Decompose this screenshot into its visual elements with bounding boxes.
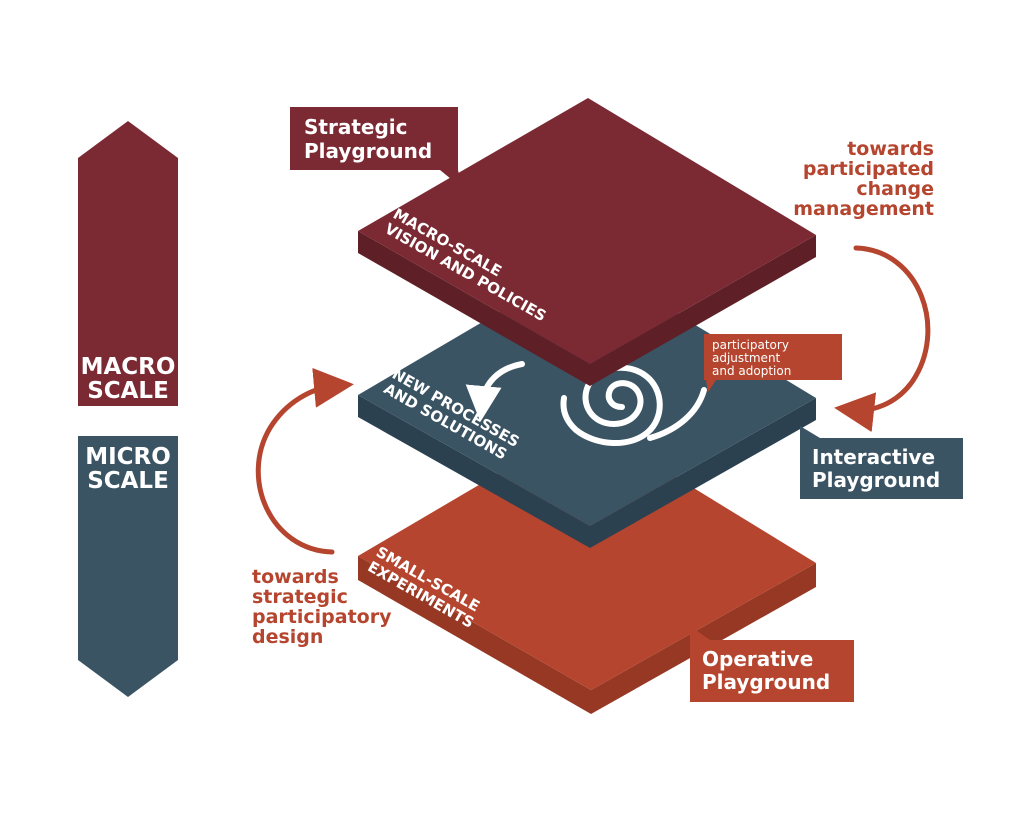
- spiral-note-line1: participatory: [712, 338, 789, 352]
- interactive-label-line1: Interactive: [812, 445, 935, 469]
- scale-arrow: MACRO SCALE MICRO SCALE: [78, 121, 178, 697]
- strategic-playground-label: Strategic Playground: [290, 107, 462, 188]
- strategic-label-box: [290, 107, 462, 188]
- macro-scale-arrow: [78, 121, 178, 406]
- bottom-left-line4: design: [252, 626, 323, 648]
- strategic-slab-side-right: [590, 235, 816, 386]
- bottom-left-line3: participatory: [252, 606, 392, 628]
- micro-scale-arrow: [78, 436, 178, 697]
- operative-label-line1: Operative: [702, 647, 813, 671]
- spiral-note-line3: and adoption: [712, 364, 791, 378]
- micro-scale-line1: MICRO: [85, 444, 171, 470]
- strategic-slab-top: [358, 98, 816, 364]
- spiral-note-box: [704, 334, 842, 392]
- strategic-label-line1: Strategic: [304, 115, 407, 139]
- bottom-left-annotation: towards strategic participatory design: [252, 367, 392, 648]
- operative-label-line2: Playground: [702, 670, 830, 694]
- spiral-outer-arc: [647, 387, 707, 441]
- top-right-line2: participated: [803, 158, 934, 180]
- strategic-label-line2: Playground: [304, 139, 432, 163]
- bottom-left-line1: towards: [252, 566, 339, 588]
- interactive-slab-side-right: [590, 398, 816, 548]
- curved-arrow-up-right-icon: [255, 367, 354, 555]
- curved-down-arrow-icon: [465, 361, 525, 422]
- top-right-annotation: towards participated change management: [793, 138, 934, 433]
- interactive-slab-side-left: [358, 395, 590, 548]
- interactive-playground-label: Interactive Playground: [800, 426, 963, 499]
- strategic-slab: MACRO-SCALE VISION AND POLICIES: [358, 98, 816, 386]
- micro-scale-line2: SCALE: [87, 468, 169, 494]
- macro-scale-line2: SCALE: [87, 378, 169, 404]
- strategic-slab-side-left: [358, 231, 590, 386]
- interactive-label-line2: Playground: [812, 468, 940, 492]
- interactive-label-box: [800, 426, 963, 499]
- spiral-note-line2: adjustment: [712, 351, 781, 365]
- macro-scale-line1: MACRO: [81, 354, 176, 380]
- interactive-slab: NEW PROCESSES AND SOLUTIONS: [358, 260, 816, 548]
- top-right-line3: change: [856, 178, 934, 200]
- curved-arrow-down-right-icon: [834, 245, 931, 433]
- operative-playground-label: Operative Playground: [690, 626, 854, 702]
- bottom-left-line2: strategic: [252, 586, 348, 608]
- top-right-line1: towards: [847, 138, 934, 160]
- operative-slab-top: [358, 422, 816, 690]
- spiral-note-label: participatory adjustment and adoption: [704, 334, 842, 392]
- operative-slab-side-left: [358, 556, 591, 714]
- operative-label-box: [690, 626, 854, 702]
- top-right-line4: management: [793, 198, 934, 220]
